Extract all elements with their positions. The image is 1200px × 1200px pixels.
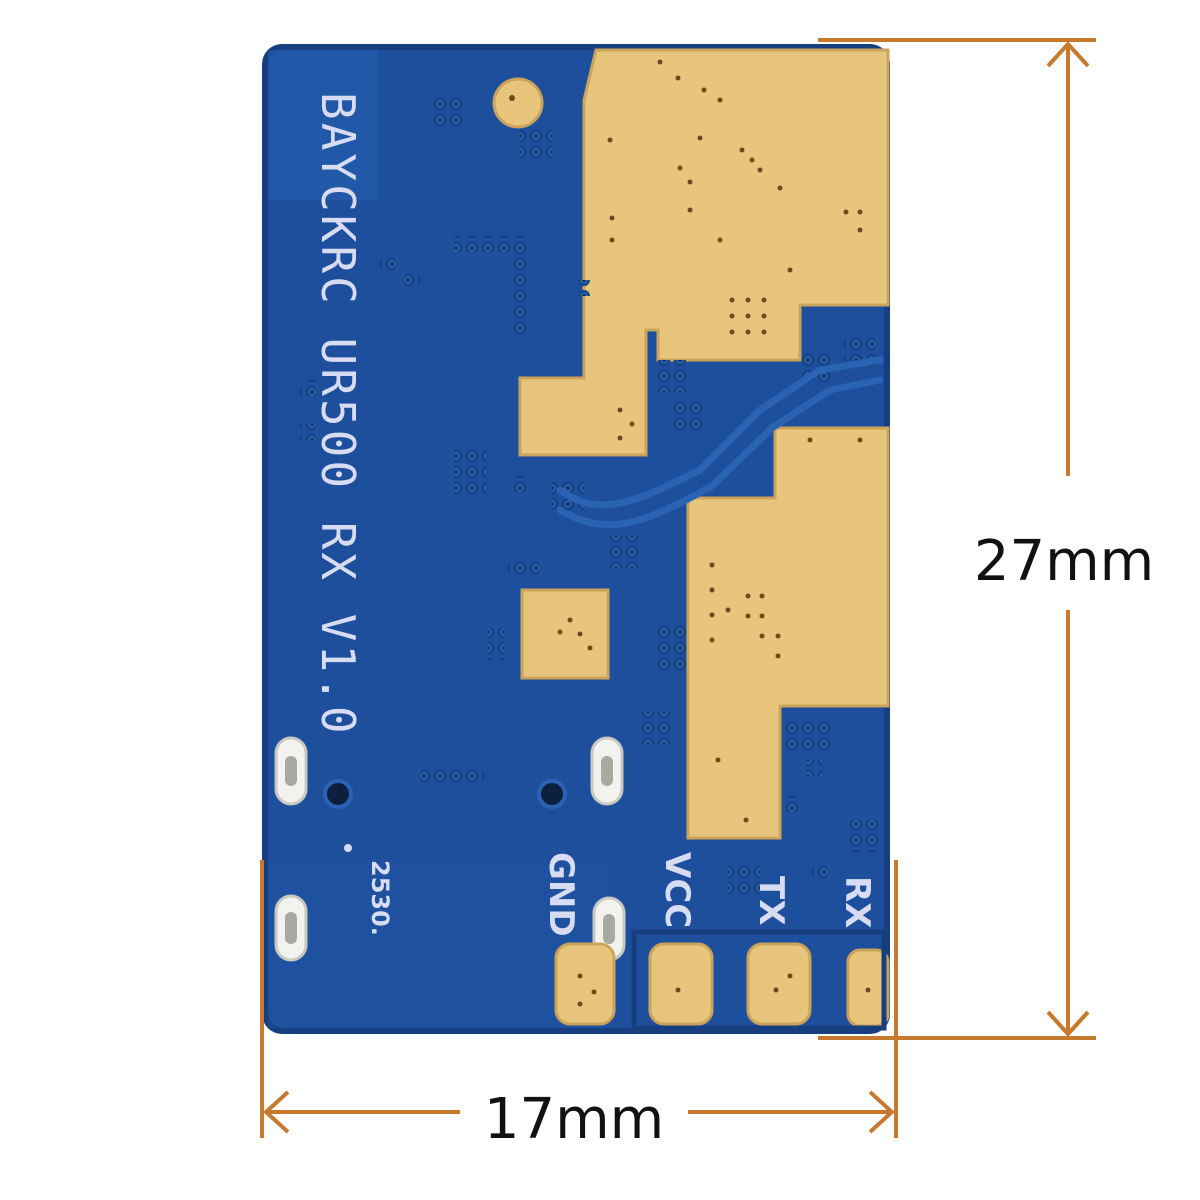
connector-outline [631,929,887,1031]
ground-plane-region [268,50,378,200]
silkscreen-board-label: BAYCKRC UR500 RX V1.0 [311,92,365,737]
copper-pour-vias [557,59,863,823]
width-dimension [260,860,898,1138]
test-point-hole [537,779,567,809]
height-dimension-label: 27mm [974,529,1154,594]
silkscreen-dot [344,844,352,852]
pcb-board: BAYCKRC UR500 RX V1.0 2530. GND VCC TX R… [262,44,890,1034]
silkscreen-date-code: 2530. [366,860,394,936]
ground-plane-region [268,860,610,1028]
connector-pad-vcc [648,942,714,1026]
board-vias [300,98,878,896]
connector-pad-tx [746,942,812,1026]
gold-copper-pour-top [518,48,890,457]
connector-pad-gnd [554,942,616,1026]
test-point-hole [323,779,353,809]
silkscreen-pad-label-tx: TX [751,876,791,925]
silkscreen-pad-label-gnd: GND [541,852,581,937]
gold-antenna-pad-hole [509,95,515,101]
gold-pad-square [520,588,610,680]
board-traces [556,356,884,529]
solder-slot-pads [274,736,626,962]
connector-pad-vias [577,973,871,1007]
gold-antenna-pad [492,77,544,129]
silkscreen-pad-label-vcc: VCC [657,852,697,928]
silkscreen-pad-label-rx: RX [837,876,877,928]
height-dimension [818,38,1096,1040]
gold-copper-pour-right [686,426,890,840]
width-dimension-label: 17mm [484,1087,664,1152]
